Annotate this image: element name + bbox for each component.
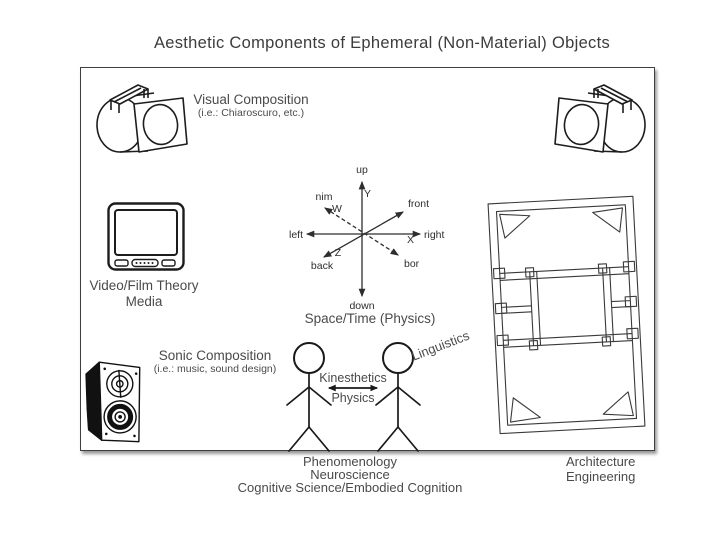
axis-label-x: X [407, 234, 414, 246]
sonic-composition-label: Sonic Composition (i.e.: music, sound de… [133, 348, 297, 375]
axis-label-down: down [349, 300, 374, 312]
video-film-line2: Media [125, 294, 163, 309]
stick-figure-right [375, 342, 421, 452]
visual-composition-subtitle: (i.e.: Chiaroscuro, etc.) [197, 107, 305, 119]
axis-label-y: Y [364, 188, 371, 200]
visual-composition-title: Visual Composition [193, 92, 309, 107]
sonic-composition-subtitle: (i.e.: music, sound design) [153, 363, 277, 375]
corner-brace [499, 213, 531, 239]
corner-brace [602, 391, 634, 417]
architecture-line2: Engineering [566, 468, 636, 484]
axis-label-left: left [289, 229, 303, 241]
page-title: Aesthetic Components of Ephemeral (Non-M… [153, 34, 611, 52]
stick-figure-left [286, 342, 332, 452]
lens [142, 103, 179, 146]
tweeter [106, 369, 134, 398]
kinesthetics-label: Kinesthetics [319, 371, 387, 385]
corner-brace [509, 397, 541, 423]
spotlight-icon-right [554, 84, 646, 153]
video-film-label: Video/Film Theory Media [80, 278, 208, 310]
embodiment-line1: Phenomenology [303, 454, 397, 469]
axis-label-up: up [356, 164, 368, 176]
axis-label-bor: bor [404, 258, 420, 270]
frame-sketch-icon [487, 195, 646, 435]
physics-label: Physics [331, 391, 375, 405]
sonic-composition-title: Sonic Composition [158, 348, 272, 363]
axis-label-right: right [424, 229, 445, 241]
axis-label-z: Z [335, 247, 342, 259]
embodiment-line2: Neuroscience [310, 467, 390, 483]
axis-label-front: front [408, 198, 429, 210]
woofer [103, 400, 137, 434]
architecture-line1: Architecture [566, 454, 636, 469]
spotlight-icon-left [96, 84, 188, 153]
axis-label-nim: nim [316, 191, 333, 203]
axis-label-back: back [311, 260, 334, 272]
corner-brace [592, 207, 624, 233]
embodiment-line3: Cognitive Science/Embodied Cognition [237, 480, 463, 496]
video-film-line1: Video/Film Theory [89, 278, 199, 293]
stick-figures-icon [286, 342, 421, 452]
tv-icon [107, 202, 185, 271]
speaker-icon [85, 361, 141, 443]
embodiment-label: Phenomenology Neuroscience Cognitive Sci… [188, 455, 512, 495]
lens [563, 103, 600, 146]
tv-screen [114, 209, 178, 256]
space-time-label: Space/Time (Physics) [304, 311, 436, 326]
visual-composition-label: Visual Composition (i.e.: Chiaroscuro, e… [180, 92, 322, 119]
architecture-label: Architecture Engineering [566, 454, 636, 484]
axis-label-w: W [332, 203, 342, 215]
double-arrow-icon [327, 384, 379, 392]
axis-nim-bor [324, 207, 399, 256]
spacetime-axes-diagram: up Y down left right X front back Z nim … [289, 164, 445, 312]
